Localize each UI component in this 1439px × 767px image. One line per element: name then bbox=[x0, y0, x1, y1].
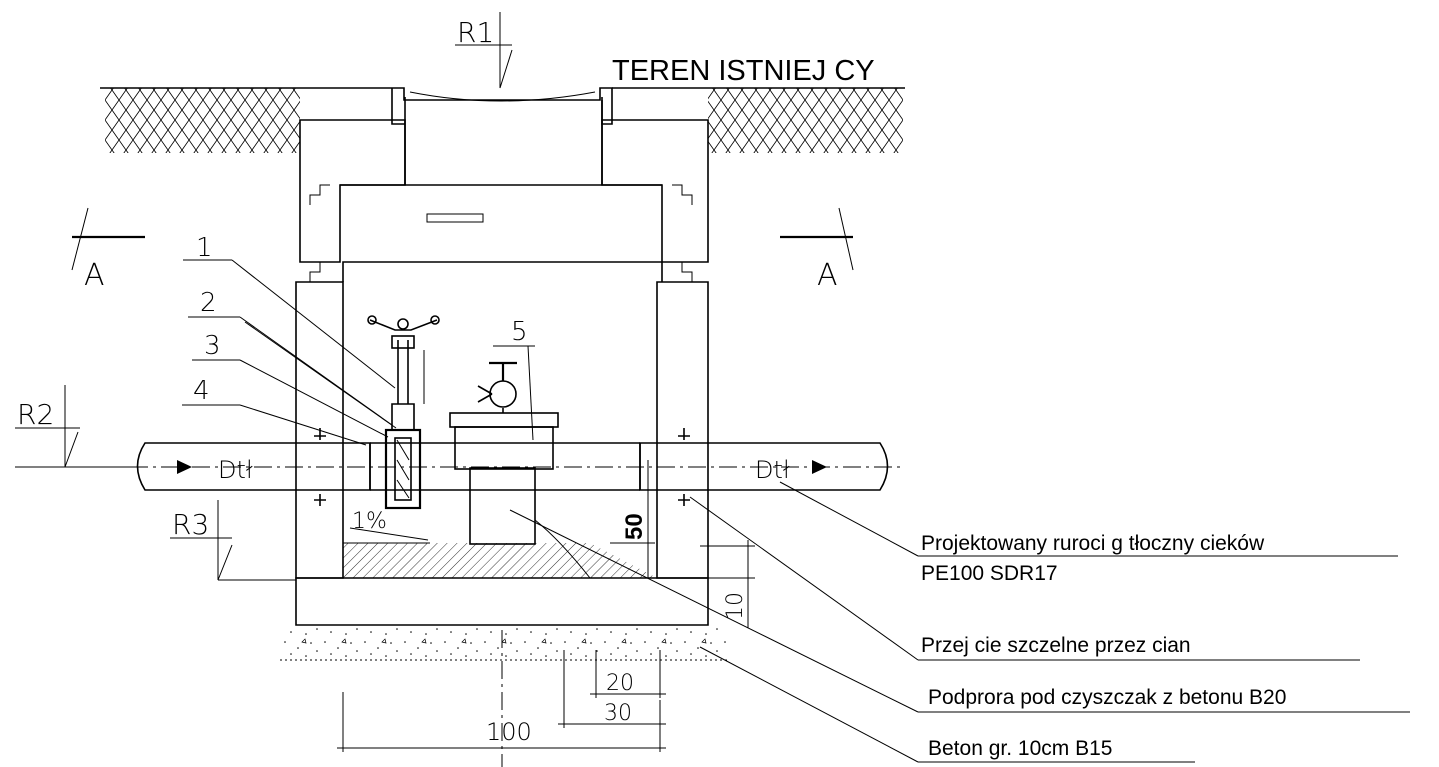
slope-mark: 1% bbox=[349, 509, 429, 541]
level-r3-label: R3 bbox=[172, 508, 209, 541]
pipe-left-label: Dtł bbox=[218, 456, 253, 484]
callout-3: 3 bbox=[192, 331, 389, 438]
terrain-label: TEREN ISTNIEJ CY bbox=[612, 55, 875, 87]
dimension-50-label: 50 bbox=[621, 513, 648, 540]
note-passage: Przej cie szczelne przez cian bbox=[689, 496, 1360, 661]
note-pipeline-line2: PE100 SDR17 bbox=[921, 562, 1058, 585]
callout-1-label: 1 bbox=[196, 233, 213, 263]
level-r2-label: R2 bbox=[17, 398, 54, 431]
note-support: Podprora pod czyszczak z betonu B20 bbox=[509, 509, 1410, 713]
level-r1-label: R1 bbox=[457, 16, 494, 49]
callout-5: 5 bbox=[493, 317, 535, 441]
note-concrete: Beton gr. 10cm B15 bbox=[699, 646, 1195, 763]
callout-5-label: 5 bbox=[511, 317, 528, 347]
callout-4: 4 bbox=[182, 376, 367, 446]
level-r1: R1 bbox=[455, 12, 513, 89]
note-passage-text: Przej cie szczelne przez cian bbox=[921, 634, 1191, 657]
slope-label: 1% bbox=[352, 509, 387, 534]
note-concrete-text: Beton gr. 10cm B15 bbox=[928, 737, 1112, 760]
note-support-text: Podprora pod czyszczak z betonu B20 bbox=[928, 686, 1286, 709]
note-pipeline: Projektowany ruroci g tłoczny cieków PE1… bbox=[779, 481, 1398, 585]
cleanout bbox=[449, 361, 559, 470]
terrain bbox=[100, 87, 905, 153]
section-marker-right: A bbox=[780, 207, 854, 293]
note-pipeline-line1: Projektowany ruroci g tłoczny cieków bbox=[921, 532, 1265, 555]
callout-3-label: 3 bbox=[204, 331, 221, 361]
concrete-base bbox=[280, 628, 730, 661]
level-r3: R3 bbox=[170, 500, 296, 581]
dimension-20: 20 bbox=[590, 650, 666, 698]
dimension-10-label: 10 bbox=[723, 592, 748, 620]
pipe-right-label: Dtł bbox=[755, 456, 790, 484]
section-left-label: A bbox=[84, 258, 105, 293]
pipeline bbox=[130, 428, 900, 506]
callout-2-label: 2 bbox=[200, 288, 217, 318]
dimension-20-label: 20 bbox=[606, 671, 634, 696]
dimension-30-label: 30 bbox=[604, 701, 632, 726]
gate-valve bbox=[367, 315, 440, 510]
callout-2: 2 bbox=[188, 288, 397, 429]
dimension-30: 30 bbox=[558, 650, 666, 728]
level-r2: R2 bbox=[15, 385, 130, 468]
manhole-structure bbox=[295, 87, 709, 626]
dimension-100-label: 100 bbox=[486, 718, 532, 746]
callout-1: 1 bbox=[183, 233, 396, 389]
dimension-50: 50 bbox=[610, 460, 655, 578]
callout-4-label: 4 bbox=[193, 376, 210, 406]
dimension-100: 100 bbox=[337, 630, 666, 767]
section-right-label: A bbox=[817, 258, 838, 293]
cleanout-support bbox=[469, 467, 591, 579]
dimension-10: 10 bbox=[700, 540, 755, 628]
section-marker-left: A bbox=[71, 207, 145, 293]
